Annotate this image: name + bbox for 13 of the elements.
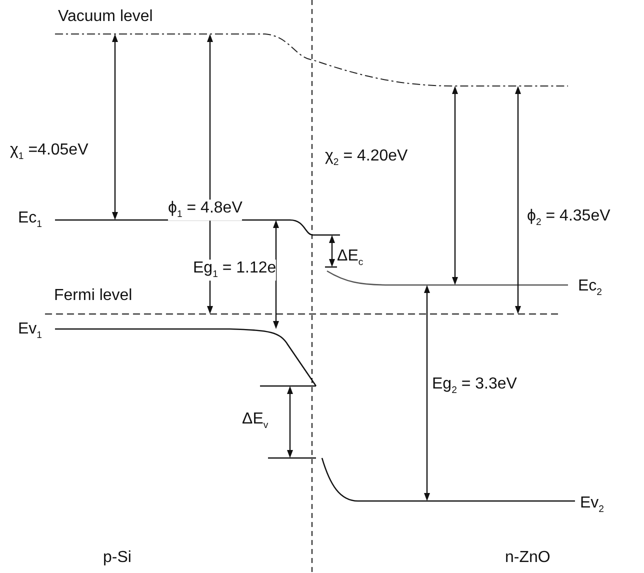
band-edge-label: Ev$_{1}$ <box>18 320 42 342</box>
material-label: p-Si <box>103 549 132 567</box>
energy-label: Eg$_{1}$ = 1.12e <box>193 260 276 280</box>
energy-label: χ$_{2}$ = 4.20eV <box>325 148 408 168</box>
band-edge-label: Ec$_{2}$ <box>578 278 602 298</box>
band-edge-label: Ec$_{1}$ <box>18 210 42 230</box>
level-label: Fermi level <box>54 287 132 305</box>
band-edge-label: Ev$_{2}$ <box>580 494 604 516</box>
material-label: n-ZnO <box>505 549 550 567</box>
level-label: Vacuum level <box>58 8 153 26</box>
energy-label: ϕ$_{1}$ = 4.8eV <box>168 200 242 220</box>
energy-label: ΔE$_{v}$ <box>242 410 268 432</box>
energy-label: ΔE$_{c}$ <box>337 248 364 268</box>
